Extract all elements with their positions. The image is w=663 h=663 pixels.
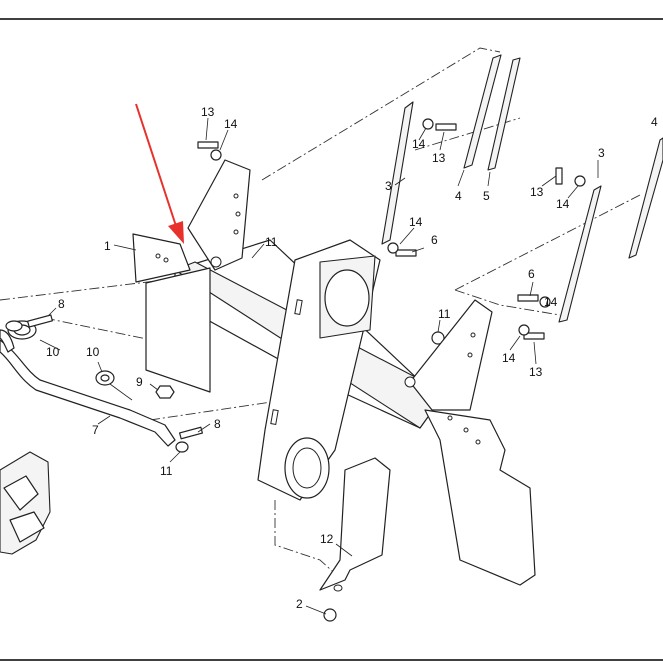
callout-14: 14 xyxy=(544,295,558,309)
callout-8: 8 xyxy=(58,297,65,311)
callout-13: 13 xyxy=(201,105,215,119)
callout-3: 3 xyxy=(598,146,605,160)
side-plate-right xyxy=(424,409,536,586)
callout-labels: 1 2 3 3 4 4 5 6 6 7 8 8 9 10 10 11 11 11… xyxy=(46,105,658,611)
callout-14: 14 xyxy=(409,215,423,229)
spring-part-10-right xyxy=(95,370,133,401)
machine-partial-view xyxy=(0,451,51,555)
callout-1: 1 xyxy=(104,239,111,253)
cover-part-12 xyxy=(319,457,391,592)
callout-9: 9 xyxy=(136,375,143,389)
callout-6: 6 xyxy=(528,267,535,281)
callout-4: 4 xyxy=(455,189,462,203)
callout-11: 11 xyxy=(265,235,278,249)
linkage-rod-part-7 xyxy=(0,329,176,447)
callout-6: 6 xyxy=(431,233,438,247)
callout-14: 14 xyxy=(224,117,238,131)
callout-12: 12 xyxy=(320,532,334,546)
callout-2: 2 xyxy=(296,597,303,611)
callout-11: 11 xyxy=(438,307,451,321)
callout-3: 3 xyxy=(385,179,392,193)
callout-13: 13 xyxy=(529,365,543,379)
center-plate xyxy=(257,239,381,501)
callout-8: 8 xyxy=(214,417,221,431)
callout-11: 11 xyxy=(160,464,173,478)
fasteners xyxy=(27,118,586,622)
callout-4: 4 xyxy=(651,115,658,129)
mount-bracket-right xyxy=(404,299,493,411)
leader-lines xyxy=(39,117,599,615)
callout-14: 14 xyxy=(412,137,426,151)
wear-strips xyxy=(381,54,663,323)
callout-13: 13 xyxy=(432,151,446,165)
spring-part-10-left xyxy=(5,320,37,340)
callout-5: 5 xyxy=(483,189,490,203)
callout-14: 14 xyxy=(556,197,570,211)
callout-13: 13 xyxy=(530,185,544,199)
callout-7: 7 xyxy=(92,423,99,437)
callout-10: 10 xyxy=(86,345,100,359)
callout-10: 10 xyxy=(46,345,60,359)
pointer-arrow xyxy=(135,103,184,244)
callout-14: 14 xyxy=(502,351,516,365)
mount-bracket-left xyxy=(187,159,251,271)
